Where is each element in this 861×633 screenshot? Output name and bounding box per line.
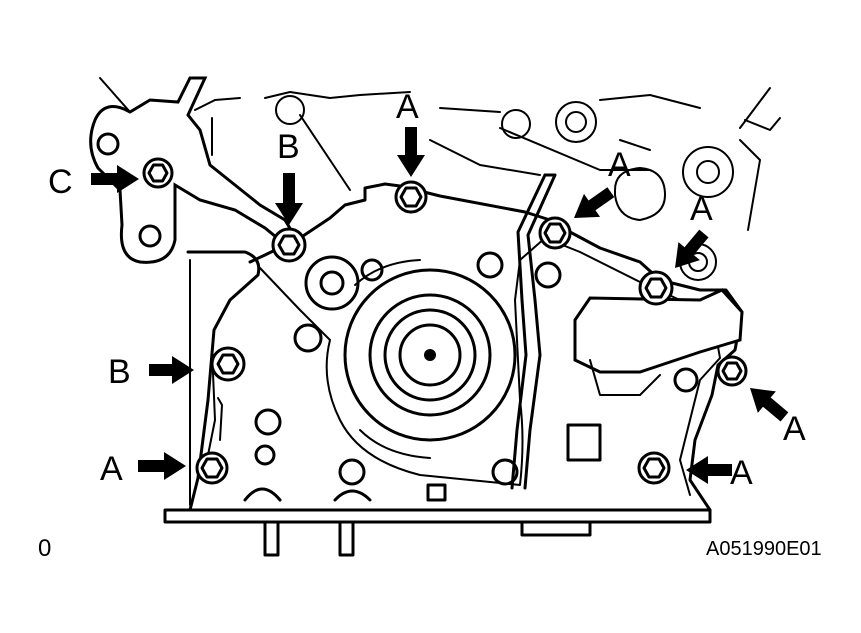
arrow-a-top-right: [574, 187, 615, 218]
bolt-c: [142, 157, 174, 189]
bolt-a-top-center: [394, 180, 428, 214]
bolt-b-upper: [271, 227, 307, 263]
label-a-bottom-left: A: [100, 450, 123, 488]
arrow-b-left: [149, 356, 194, 384]
arrow-a-bottom-left: [138, 452, 186, 480]
bolt-b-left: [210, 346, 246, 382]
label-a-right-upper: A: [690, 190, 713, 228]
label-b-upper: B: [277, 128, 300, 166]
arrow-b-upper: [275, 173, 303, 225]
bolt-heads: [142, 157, 748, 485]
tensioner-bracket: [89, 76, 303, 264]
bolt-a-right-upper: [638, 270, 674, 306]
label-a-top-right: A: [608, 146, 631, 184]
corner-mark: 0: [38, 535, 51, 562]
label-a-right-lower: A: [783, 410, 806, 448]
figure-code: A051990E01: [706, 538, 822, 560]
label-a-bottom-right: A: [730, 454, 753, 492]
label-c: C: [48, 163, 73, 201]
arrow-a-right-lower: [750, 388, 789, 422]
bolt-a-bottom-right: [637, 451, 671, 485]
pointer-arrows: [91, 127, 789, 484]
label-b-left: B: [108, 353, 131, 391]
arrow-a-right-upper: [675, 229, 709, 268]
bolt-a-top-right: [538, 216, 572, 250]
label-a-top-center: A: [396, 88, 419, 126]
bolt-a-bottom-left: [195, 451, 229, 485]
arrow-c: [91, 165, 139, 193]
oil-pump-housing: [163, 173, 744, 557]
arrow-a-bottom-right: [686, 456, 732, 484]
arrow-a-top-center: [397, 127, 425, 177]
bolt-a-right-lower: [716, 355, 748, 387]
